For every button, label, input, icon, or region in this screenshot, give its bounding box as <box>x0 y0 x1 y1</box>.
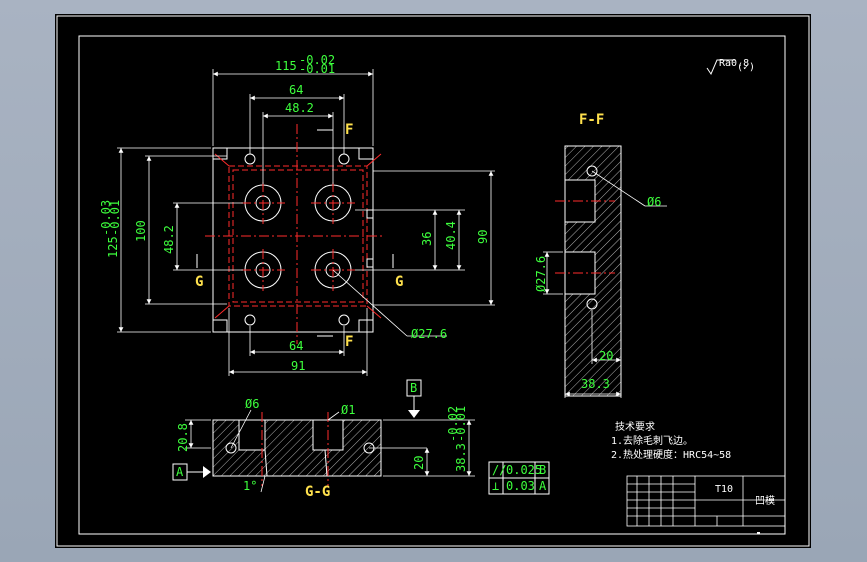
datum-a: A <box>176 465 184 479</box>
plan-dimensions <box>117 69 495 376</box>
section-g-left: G <box>195 274 203 290</box>
cursor-marker <box>757 532 760 534</box>
section-gg-view <box>172 379 475 493</box>
plan-view <box>205 124 385 344</box>
roughness-symbol: Ra0.8 (✓) <box>706 58 755 76</box>
gg-dim-38-3: 38.3 <box>454 443 468 472</box>
dim-90: 90 <box>476 230 490 244</box>
dim-48-2-top: 48.2 <box>285 101 314 115</box>
dim-36: 36 <box>420 232 434 246</box>
inner-frame <box>78 35 786 535</box>
tol-1-value: 0.025 <box>506 463 542 477</box>
notes-line-1: 1.去除毛刺飞边。 <box>611 434 693 447</box>
tol-2-symbol: ⊥ <box>492 479 499 493</box>
outer-frame <box>56 15 810 547</box>
cad-viewport[interactable]: 115 -0.02 -0.01 64 48.2 64 91 125 -0.03 … <box>55 14 811 548</box>
dim-91: 91 <box>291 359 305 373</box>
ff-dia-27-6: Ø27.6 <box>534 256 548 292</box>
dim-48-2-left: 48.2 <box>162 225 176 254</box>
notes-title: 技术要求 <box>615 420 655 433</box>
dim-125: 125 <box>106 236 120 258</box>
title-block <box>626 475 786 527</box>
tol-1-symbol: // <box>492 463 506 477</box>
title-material: T10 <box>715 484 733 495</box>
gg-dia-6: Ø6 <box>245 397 259 411</box>
tol-2-datum: A <box>539 479 547 493</box>
gg-dim-20-8: 20.8 <box>176 423 190 452</box>
dim-125-tol-dn: -0.01 <box>108 200 122 236</box>
dim-40-4: 40.4 <box>444 221 458 250</box>
gg-dia-1: Ø1 <box>341 403 355 417</box>
dim-115-tol-dn: -0.01 <box>299 62 335 76</box>
dim-64-top: 64 <box>289 83 303 97</box>
gg-view-label: G-G <box>305 484 330 500</box>
notes-line-2: 2.热处理硬度：HRC54~58 <box>611 448 731 461</box>
svg-text:(✓): (✓) <box>737 62 755 73</box>
datum-b: B <box>410 381 417 395</box>
ff-dim-20: 20 <box>599 349 613 363</box>
tolerance-frame <box>488 461 550 495</box>
drawing-canvas: 115 -0.02 -0.01 64 48.2 64 91 125 -0.03 … <box>56 15 810 547</box>
dim-125-tol-up: -0.03 <box>99 200 113 236</box>
title-part-name: 凹模 <box>755 495 775 507</box>
section-ff-view: F-F <box>543 112 667 398</box>
tol-1-datum: B <box>539 463 546 477</box>
dim-100: 100 <box>134 220 148 242</box>
ff-dia-6: Ø6 <box>647 195 661 209</box>
ff-dim-38-3: 38.3 <box>581 377 610 391</box>
tol-2-value: 0.03 <box>506 479 535 493</box>
section-f-top: F <box>345 122 353 138</box>
gg-dim-38-3-tol-up: -0.02 <box>446 406 460 442</box>
gg-dim-38-3-tol-dn: -0.01 <box>454 406 468 442</box>
svg-text:F-F: F-F <box>579 112 604 128</box>
dim-64-bottom: 64 <box>289 339 303 353</box>
svg-text:Ra0.8: Ra0.8 <box>719 58 749 69</box>
section-g-right: G <box>395 274 403 290</box>
dim-115-tol-up: -0.02 <box>299 53 335 67</box>
section-f-bottom: F <box>345 334 353 350</box>
dia-27-6: Ø27.6 <box>411 327 447 341</box>
gg-angle: 1° <box>243 479 257 493</box>
dim-115: 115 <box>275 59 297 73</box>
gg-dim-20: 20 <box>412 456 426 470</box>
